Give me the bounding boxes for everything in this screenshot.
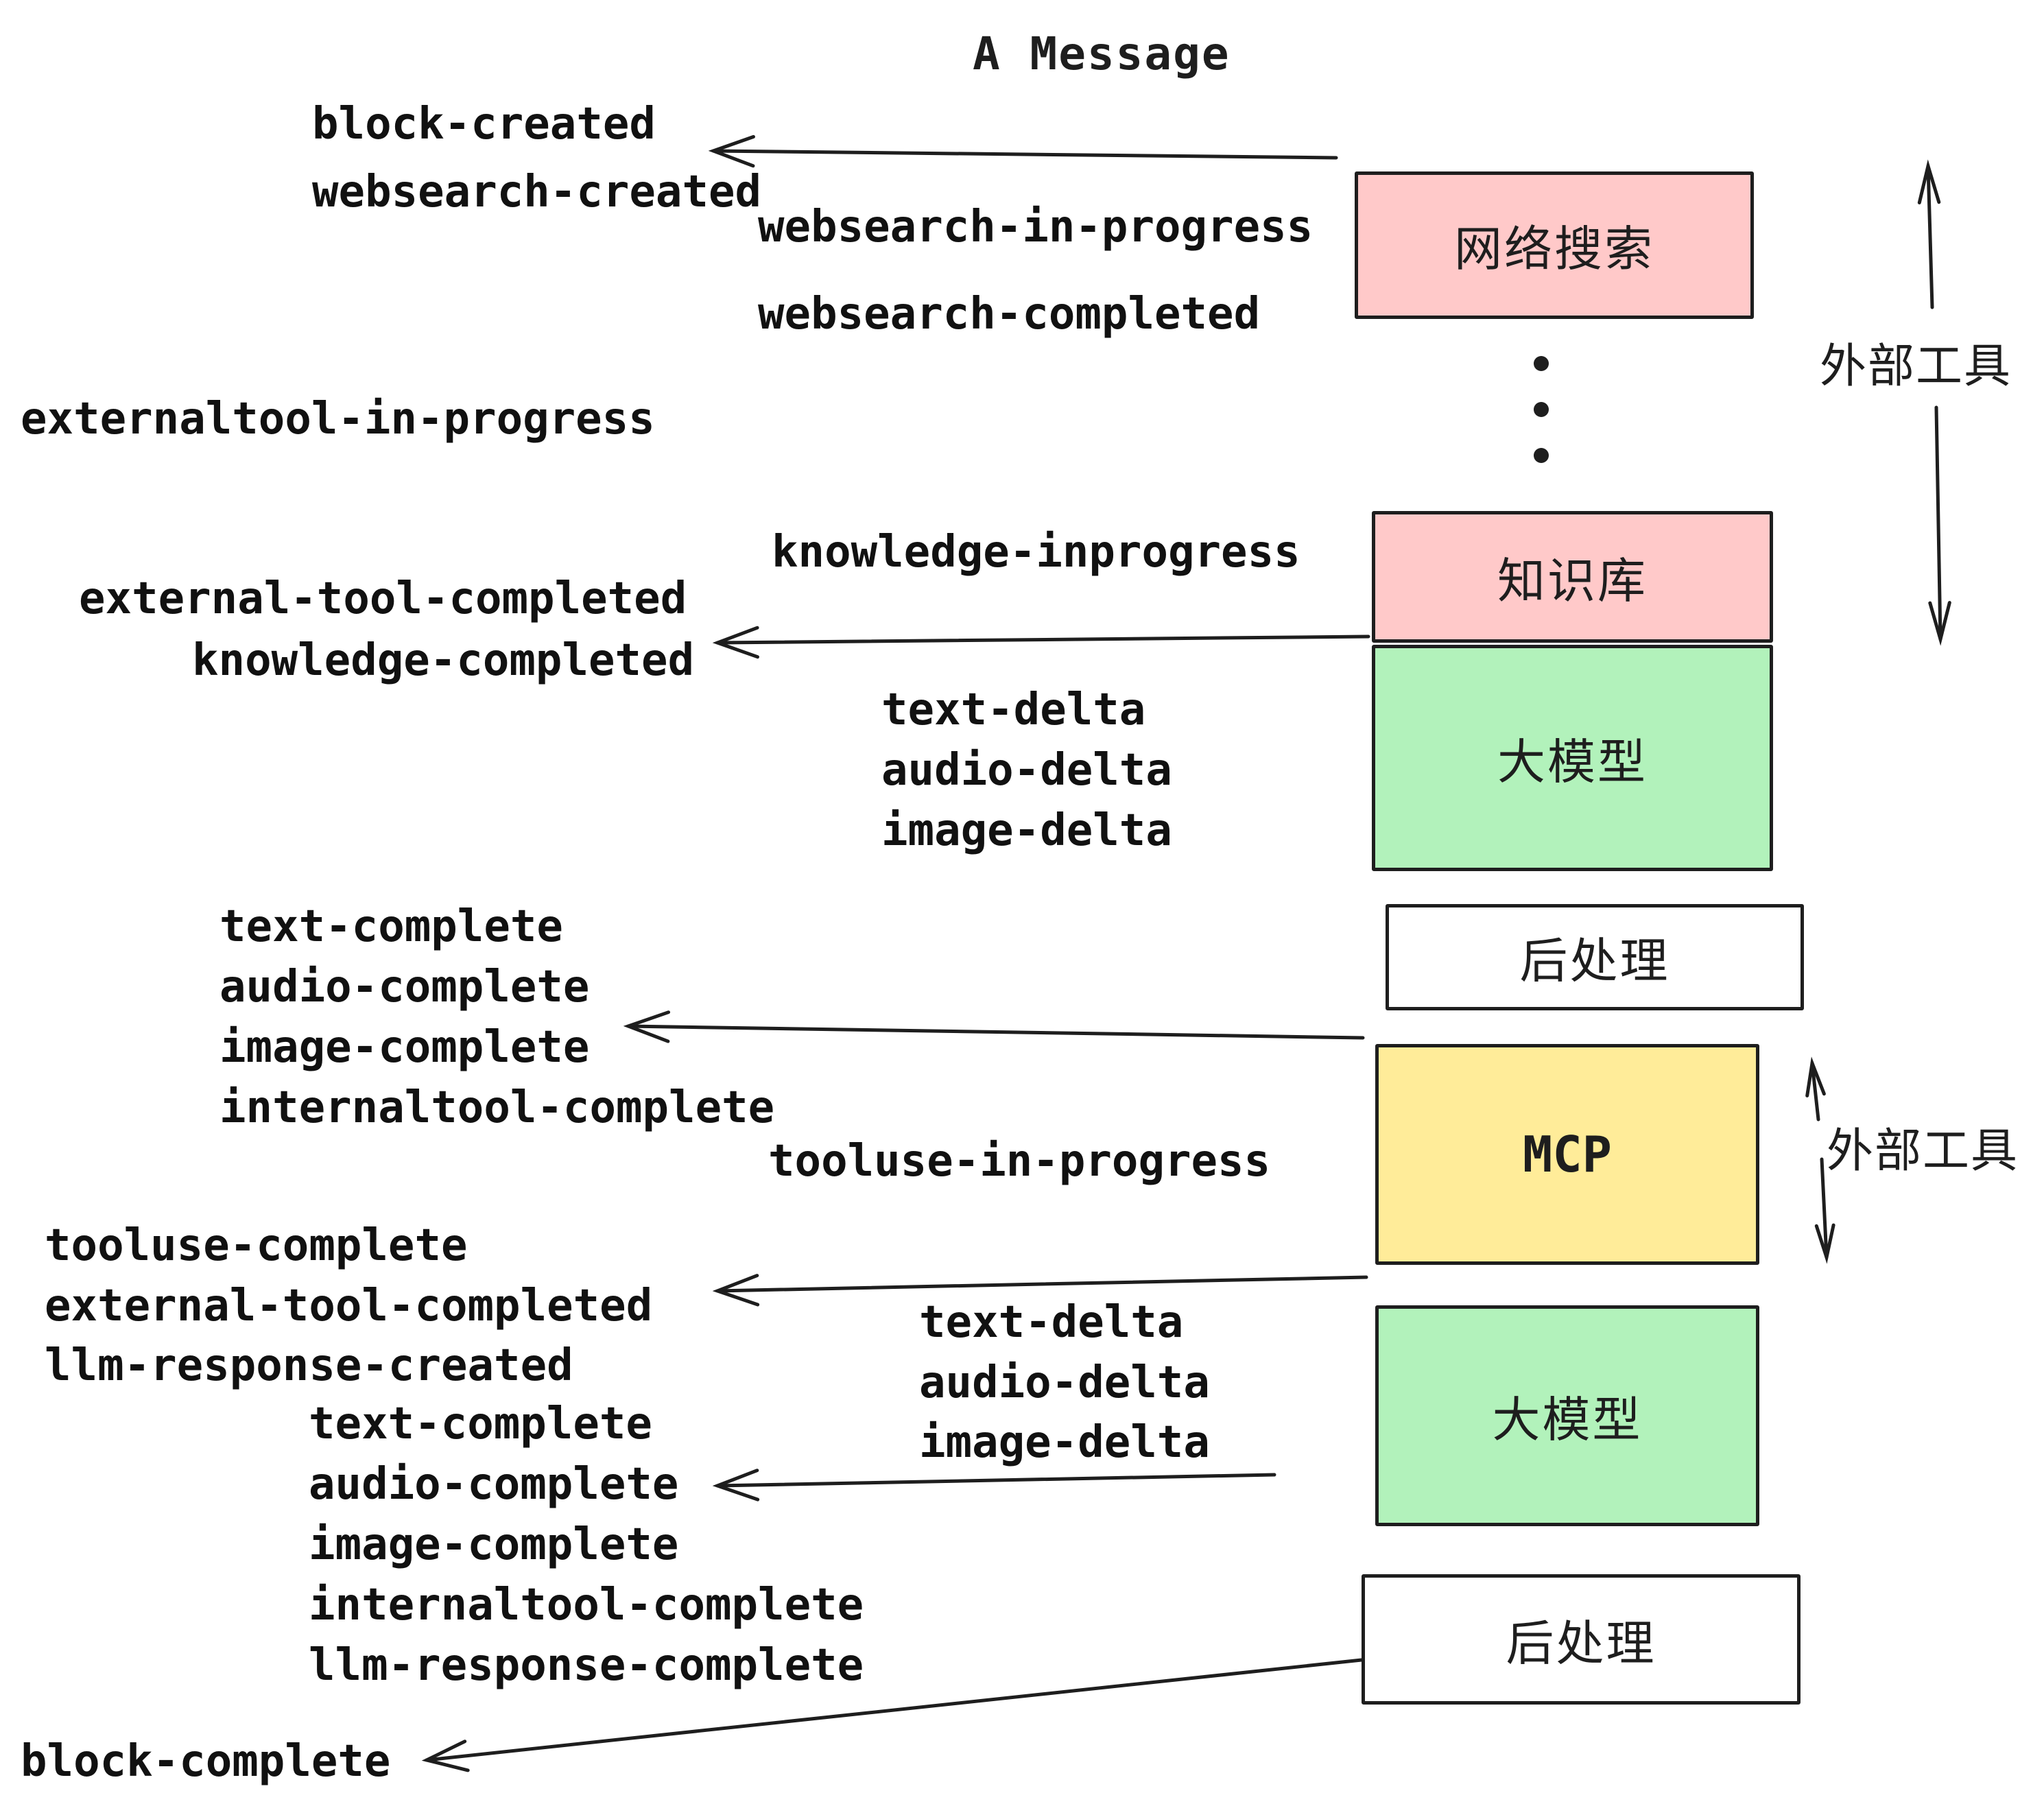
box-label-knowledge: 知识库 [1497,554,1648,608]
event-llm-response-created: llm-response-created [45,1340,573,1391]
event-audio-complete-1: audio-complete [219,962,590,1012]
event-text-delta-1: text-delta [881,685,1146,735]
event-audio-complete-2: audio-complete [309,1459,679,1510]
box-llm-1: 大模型 [1372,645,1773,871]
event-audio-delta-1: audio-delta [881,745,1172,796]
event-tooluse-complete: tooluse-complete [45,1220,468,1271]
event-internaltool-complete-1: internaltool-complete [219,1082,775,1133]
event-websearch-created: websearch-created [312,167,762,217]
box-knowledge: 知识库 [1372,511,1773,643]
event-externaltool-in-progress: externaltool-in-progress [21,394,655,444]
event-text-complete-2: text-complete [309,1399,652,1449]
event-audio-delta-2: audio-delta [919,1357,1210,1408]
arrow-to-knowledge-completed [712,626,1370,659]
event-websearch-completed: websearch-completed [758,289,1261,340]
external-tools-arrow-up [1917,159,1941,309]
event-block-created: block-created [312,99,656,150]
ellipsis-dot-1 [1534,356,1549,371]
event-image-complete-1: image-complete [219,1022,590,1073]
event-llm-response-complete: llm-response-complete [309,1640,864,1691]
box-label-postprocess-2: 后处理 [1506,1616,1656,1670]
event-block-complete: block-complete [21,1736,391,1787]
event-knowledge-completed: knowledge-completed [192,635,695,686]
box-postprocess-1: 后处理 [1386,904,1804,1010]
ellipsis-dot-3 [1534,448,1549,463]
box-label-llm-1: 大模型 [1497,735,1648,789]
side-label-external-tools-top: 外部工具 [1820,340,2012,392]
side-label-external-tools-mcp: 外部工具 [1827,1125,2019,1177]
arrow-to-image-complete [623,1010,1365,1043]
event-image-delta-2: image-delta [919,1417,1210,1468]
event-internaltool-complete-2: internaltool-complete [309,1580,864,1630]
arrow-to-block-created [708,134,1338,168]
box-postprocess-2: 后处理 [1362,1574,1801,1705]
box-mcp: MCP [1375,1044,1759,1265]
event-external-tool-completed-2: external-tool-completed [45,1281,653,1331]
box-label-websearch: 网络搜索 [1454,222,1654,276]
event-websearch-in-progress: websearch-in-progress [758,202,1314,252]
mcp-external-arrow-up [1805,1056,1826,1121]
diagram-title: A Message [973,27,1231,80]
external-tools-arrow-down [1928,405,1951,646]
box-label-mcp: MCP [1522,1126,1613,1183]
event-knowledge-inprogress: knowledge-inprogress [772,527,1300,578]
box-label-llm-2: 大模型 [1492,1392,1643,1447]
event-external-tool-completed-1: external-tool-completed [79,573,687,624]
event-text-complete-1: text-complete [219,901,563,952]
event-text-delta-2: text-delta [919,1297,1184,1348]
event-image-delta-1: image-delta [881,805,1172,856]
box-llm-2: 大模型 [1375,1305,1759,1526]
box-websearch: 网络搜索 [1355,171,1754,319]
event-tooluse-in-progress: tooluse-in-progress [768,1136,1271,1187]
arrow-to-audio-complete [712,1469,1276,1502]
box-label-postprocess-1: 后处理 [1519,934,1670,988]
ellipsis-dot-2 [1534,402,1549,417]
event-image-complete-2: image-complete [309,1519,679,1570]
